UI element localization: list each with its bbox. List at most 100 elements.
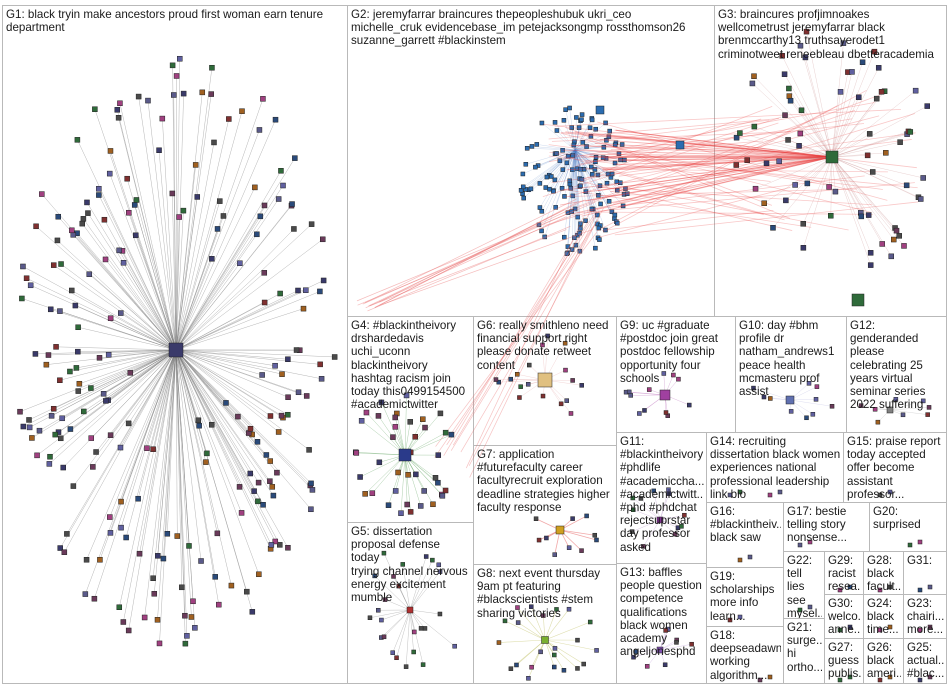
g1-edge [110,150,177,351]
g8-node [529,604,534,609]
g1-node [235,413,241,420]
g1-node [174,533,181,539]
g5-node [412,629,417,635]
group-label-g26: G26: black ameri... [867,641,901,681]
g2-node [572,235,577,240]
g1-edge [128,349,177,424]
g2-g3-edge [560,132,833,158]
group-label-g7: G7: application #futurefaculty career fa… [477,448,610,514]
g2-g4-edge [379,199,585,303]
g1-node [208,91,214,97]
g2-g3-edge [597,121,888,201]
g1-edge [104,219,177,351]
group-label-g13: G13: baffles people question competence … [620,566,702,659]
g2-node [604,137,609,143]
g2-node [579,112,585,117]
g1-edge [175,290,299,351]
g3-edge [831,156,873,173]
g10-node [813,397,819,402]
g3-edge [753,76,833,158]
g2-edge [562,149,576,170]
g3-node [859,59,866,65]
g1-node [180,90,187,97]
g2-node [574,115,579,120]
g2-g3-edge [613,161,765,204]
g1-node [117,444,124,451]
g3-edge [805,57,833,158]
g2-node [567,178,572,184]
g1-node [208,422,215,428]
g1-node [83,557,90,563]
small-group-node [917,677,923,683]
g3-node [782,112,788,118]
g2-node [536,222,542,228]
g1-edge [79,349,177,384]
g2-g3-edge [609,156,833,193]
g3-node [917,196,924,202]
g2-g3-edge [598,186,791,238]
group-panel-g6: G6: really smithleno need financial supp… [473,316,617,446]
g4-node [385,502,392,508]
g11-node [630,495,636,501]
g1-node [280,182,286,189]
g3-node [867,250,874,256]
g1-edge [48,349,177,356]
g2-edge [574,149,597,158]
g2-node [569,125,574,130]
g1-edge [175,349,283,375]
g5-node [400,562,406,567]
g2-g4-edge [367,225,571,312]
g1-node [190,598,196,605]
g2-node [578,183,583,189]
g5-edge [396,609,411,658]
g1-node [255,498,261,505]
g4-node [442,429,449,436]
small-group-node [887,584,893,590]
g8-node [575,666,580,671]
g1-node [269,484,276,490]
g1-edge [118,250,177,351]
g1-node [145,97,151,104]
g3-node [779,53,785,59]
g1-edge [138,96,177,351]
g5-edge [384,599,411,611]
g3-node [796,143,802,149]
g2-node [607,128,612,134]
g3-node [896,233,902,239]
g2-edge [574,149,593,175]
g6-edge [544,335,548,381]
g1-node [209,64,215,71]
g2-node [554,151,559,156]
g8-edge [544,639,597,651]
g1-node [268,542,275,548]
g1-edge [90,349,177,389]
g7-node [579,548,584,553]
g13-node [662,662,668,668]
g8-node [575,637,580,643]
g2-edge [574,147,604,151]
g4-node [392,488,399,494]
g1-edge [175,129,260,351]
g1-node [55,213,61,220]
g2-g3-edge [619,156,833,161]
g1-node [238,510,245,516]
g3-node [744,157,750,163]
g1-edge [175,349,263,376]
g1-node [164,530,171,537]
g2-edge [574,149,578,236]
g1-node [33,223,39,230]
g1-edge [175,185,284,351]
g4-node [357,474,363,480]
g1-node [211,139,217,146]
g2-edge [523,149,576,199]
group-label-g29: G29: racist resea... [828,554,861,594]
g1-node [150,575,156,581]
g4-node [420,416,426,422]
g2-node [598,201,603,207]
g7-edge [559,529,595,536]
g2-edge [574,149,615,219]
g5-edge [381,609,411,621]
g8-edge [542,615,546,641]
g13-edge [636,649,661,652]
